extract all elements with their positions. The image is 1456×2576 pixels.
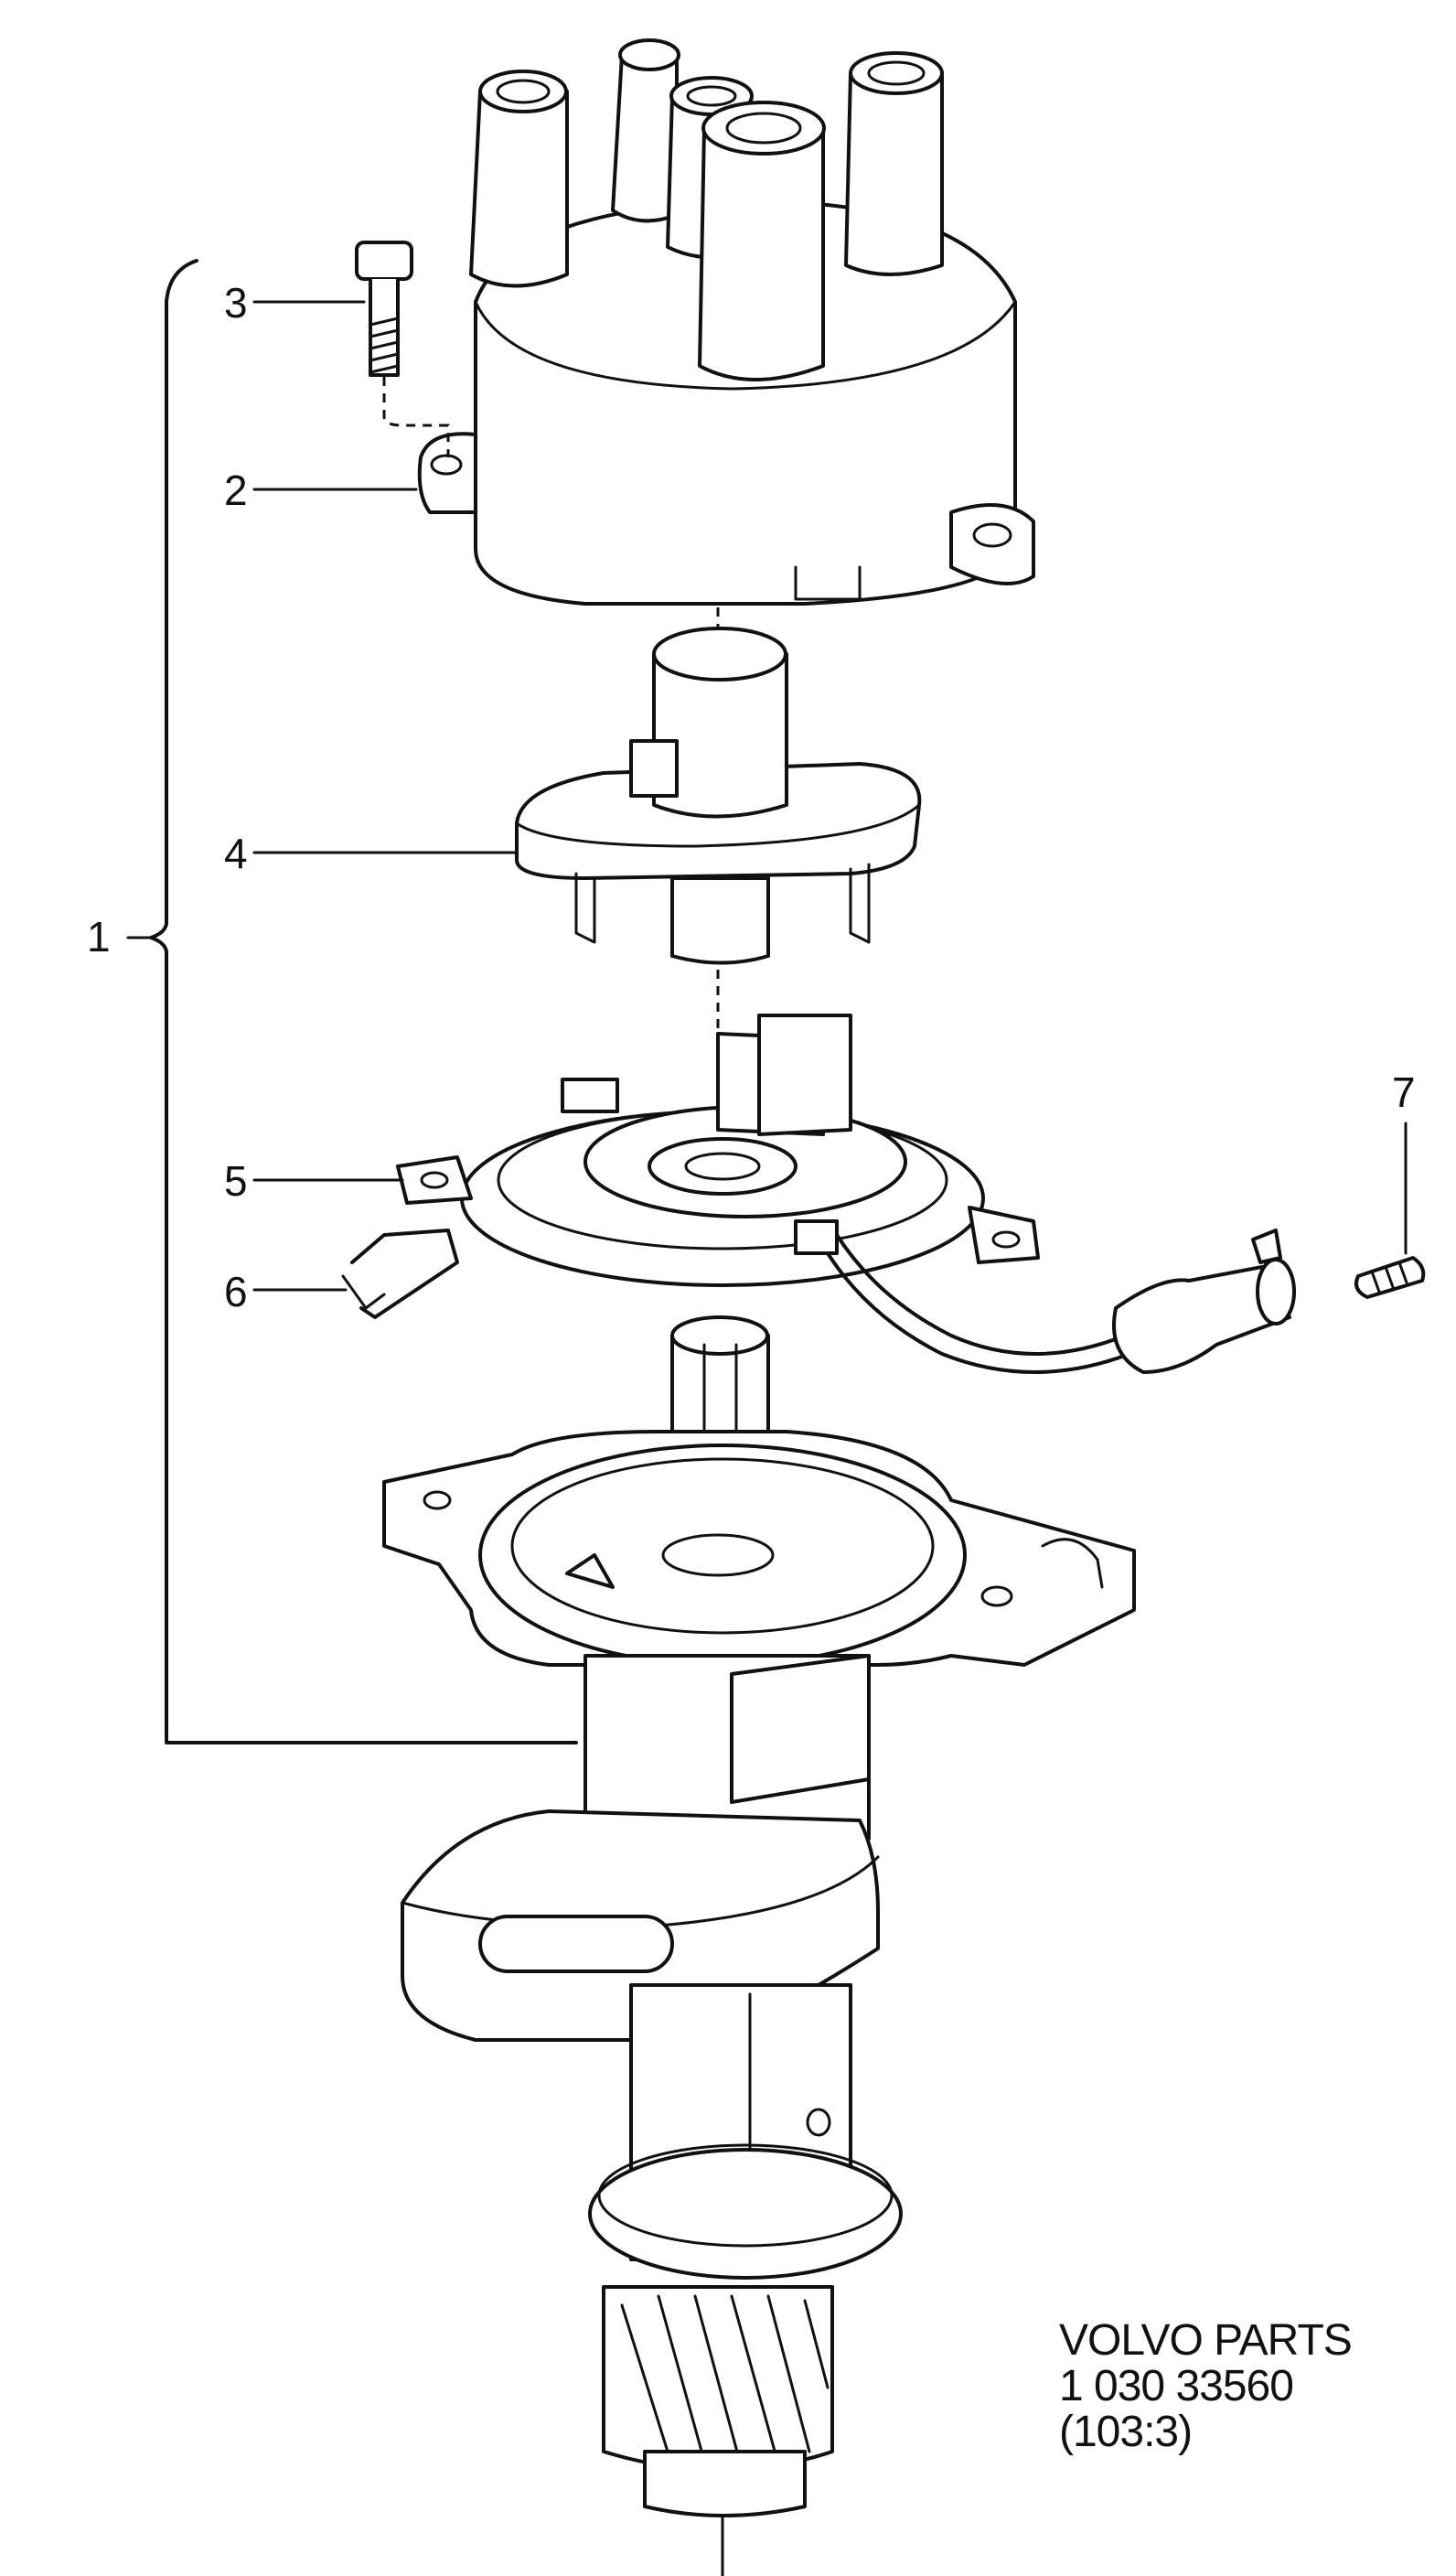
- cap-screw: [355, 241, 450, 457]
- callout-5: 5: [224, 1157, 248, 1205]
- distributor-cap: [417, 38, 1035, 606]
- section-reference: (103:3): [1059, 2408, 1193, 2456]
- callout-1: 1: [87, 913, 111, 961]
- parts-reference-block: VOLVO PARTS 1 030 33560 (103:3): [1059, 2318, 1443, 2455]
- callout-7: 7: [1392, 1068, 1416, 1116]
- distributor-body: [382, 1315, 1136, 2517]
- callout-3: 3: [224, 279, 248, 327]
- part-number: 1 030 33560: [1059, 2362, 1294, 2410]
- callout-6: 6: [224, 1268, 248, 1315]
- assembly-bracket: [149, 259, 578, 1744]
- callout-2: 2: [224, 467, 248, 514]
- roll-pin: [1354, 1256, 1426, 1299]
- callout-4: 4: [224, 830, 248, 877]
- brand-label: VOLVO PARTS: [1059, 2316, 1353, 2365]
- rotor: [515, 627, 922, 965]
- retaining-clip: [341, 1229, 459, 1319]
- pickup-assembly: [396, 1014, 1296, 1374]
